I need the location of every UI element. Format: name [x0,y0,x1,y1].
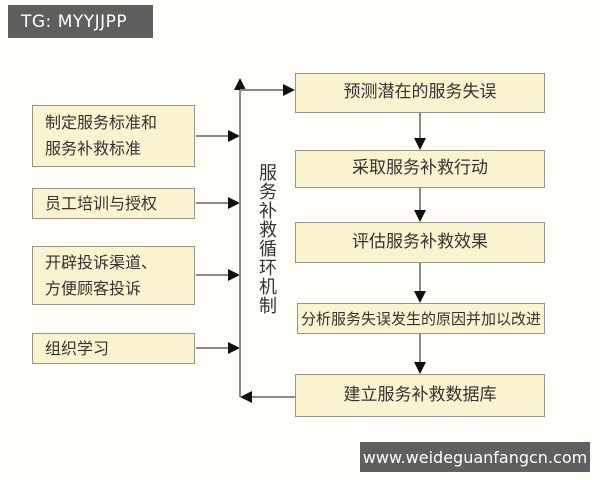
arrow-right-icon [228,269,240,281]
right-box-build-database: 建立服务补救数据库 [295,374,545,417]
arrow-right-icon [228,130,240,142]
arrow-left-icon [240,391,252,403]
right-box-predict-failures-label: 预测潜在的服务失误 [343,82,497,103]
right-box-take-recovery-action: 采取服务补救行动 [295,150,545,188]
right-box-build-database-label: 建立服务补救数据库 [343,384,497,405]
left-box-staff-training: 员工培训与授权 [32,188,195,219]
cycle-vertical-line [239,90,241,397]
arrow-down-icon [414,210,426,222]
connector-line-1 [196,135,230,137]
cycle-return-line [252,396,295,398]
right-box-predict-failures: 预测潜在的服务失误 [295,73,545,113]
left-box-set-standards: 制定服务标准和 服务补救标准 [32,105,195,167]
connector-line-4 [196,347,230,349]
left-box-organizational-learning: 组织学习 [32,333,195,364]
right-box-evaluate-recovery: 评估服务补救效果 [295,222,545,263]
right-box-take-recovery-action-label: 采取服务补救行动 [352,158,488,179]
arrow-right-icon [228,342,240,354]
arrow-right-icon [228,197,240,209]
arrow-down-icon [414,362,426,374]
watermark-top-badge: TG: MYYJJPP [8,5,153,38]
left-box-set-standards-label: 制定服务标准和 服务补救标准 [45,113,158,158]
cycle-mechanism-label: 服务补救循环机制 [256,163,277,315]
left-box-staff-training-label: 员工培训与授权 [45,193,158,213]
right-box-evaluate-recovery-label: 评估服务补救效果 [352,231,488,252]
connector-line-3 [196,274,230,276]
arrow-up-icon [234,78,246,90]
left-box-organizational-learning-label: 组织学习 [45,338,110,358]
chain-line-4 [419,334,421,363]
right-box-analyze-causes-label: 分析服务失误发生的原因并加以改进 [300,309,541,328]
right-box-analyze-causes: 分析服务失误发生的原因并加以改进 [297,303,545,334]
chain-line-3 [419,263,421,292]
watermark-bottom-badge: www.weideguanfangcn.com [360,442,590,472]
left-box-complaint-channels: 开辟投诉渠道、 方便顾客投诉 [32,246,195,305]
arrow-right-icon [283,84,295,96]
chain-line-2 [419,188,421,211]
connector-line-2 [196,202,230,204]
chain-line-1 [419,113,421,139]
cycle-top-line [240,89,284,91]
arrow-down-icon [414,291,426,303]
arrow-down-icon [414,138,426,150]
left-box-complaint-channels-label: 开辟投诉渠道、 方便顾客投诉 [45,252,158,298]
